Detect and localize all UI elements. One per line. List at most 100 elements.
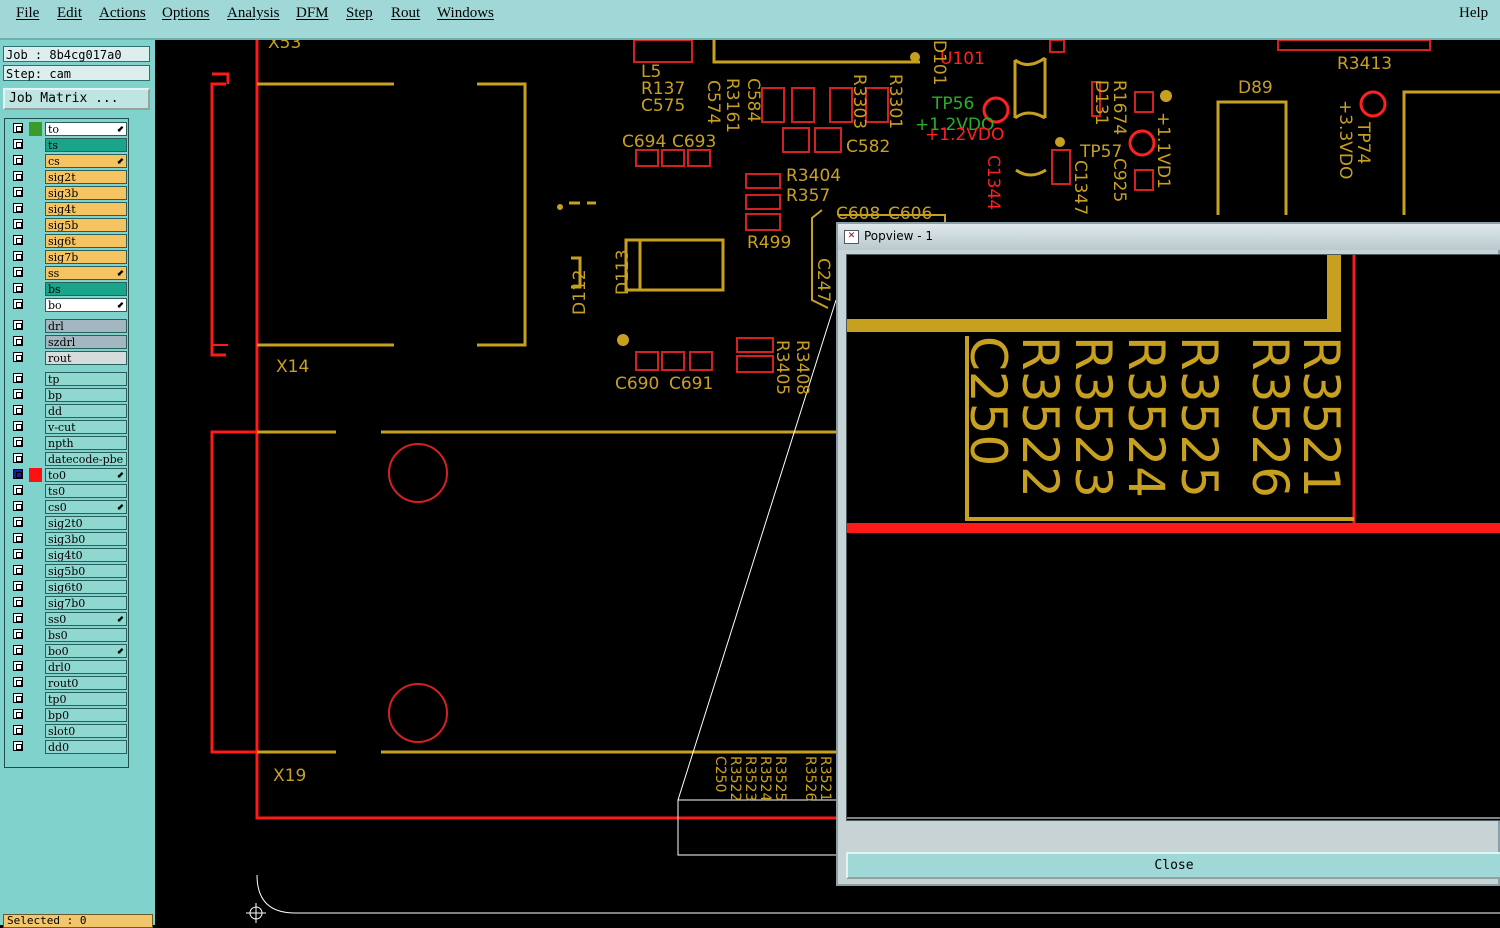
layer-checkbox[interactable] <box>13 171 23 181</box>
layer-name[interactable]: tp <box>45 372 127 386</box>
layer-checkbox[interactable] <box>13 597 23 607</box>
layer-name[interactable]: tp0 <box>45 692 127 706</box>
menu-step[interactable]: Step <box>346 5 373 21</box>
layer-name[interactable]: sig4t0 <box>45 548 127 562</box>
layer-name[interactable]: ss <box>45 266 127 280</box>
layer-name[interactable]: npth <box>45 436 127 450</box>
layer-checkbox[interactable] <box>13 219 23 229</box>
layer-checkbox[interactable] <box>13 517 23 527</box>
layer-name[interactable]: bp <box>45 388 127 402</box>
layer-checkbox[interactable] <box>13 629 23 639</box>
label-u101: U101 <box>940 49 985 69</box>
menu-dfm[interactable]: DFM <box>296 5 329 21</box>
layer-checkbox[interactable] <box>13 501 23 511</box>
layer-checkbox[interactable] <box>13 693 23 703</box>
layer-checkbox[interactable] <box>13 373 23 383</box>
layer-checkbox[interactable] <box>13 352 23 362</box>
layer-name[interactable]: sig6t0 <box>45 580 127 594</box>
layer-checkbox[interactable] <box>13 336 23 346</box>
layer-name[interactable]: sig3b0 <box>45 532 127 546</box>
layer-name[interactable]: drl0 <box>45 660 127 674</box>
layer-name[interactable]: cs0 <box>45 500 127 514</box>
menu-analysis[interactable]: Analysis <box>227 5 280 21</box>
layer-name[interactable]: dd <box>45 404 127 418</box>
layer-checkbox[interactable] <box>13 549 23 559</box>
layer-name[interactable]: szdrl <box>45 335 127 349</box>
menu-windows[interactable]: Windows <box>437 5 494 21</box>
layer-checkbox[interactable] <box>13 581 23 591</box>
job-matrix-button[interactable]: Job Matrix ... <box>3 88 150 110</box>
layer-name[interactable]: sig6t <box>45 234 127 248</box>
layer-checkbox[interactable] <box>13 203 23 213</box>
layer-checkbox[interactable] <box>13 421 23 431</box>
layer-name[interactable]: sig5b <box>45 218 127 232</box>
layer-checkbox[interactable] <box>13 389 23 399</box>
layer-checkbox[interactable] <box>13 267 23 277</box>
layer-name[interactable]: drl <box>45 319 127 333</box>
layer-checkbox[interactable] <box>13 437 23 447</box>
layer-checkbox[interactable] <box>13 155 23 165</box>
layer-color-swatch <box>29 468 42 482</box>
layer-checkbox[interactable] <box>13 320 23 330</box>
mini-ref-r3521: R3521 <box>817 756 833 801</box>
layer-checkbox[interactable] <box>13 139 23 149</box>
layer-checkbox[interactable] <box>13 725 23 735</box>
layer-name[interactable]: sig7b0 <box>45 596 127 610</box>
close-button[interactable]: Close <box>846 852 1500 879</box>
layer-name[interactable]: slot0 <box>45 724 127 738</box>
layer-checkbox[interactable] <box>13 565 23 575</box>
layer-checkbox[interactable] <box>13 453 23 463</box>
layer-name[interactable]: ss0 <box>45 612 127 626</box>
layer-name[interactable]: sig3b <box>45 186 127 200</box>
layer-name[interactable]: rout <box>45 351 127 365</box>
popview-titlebar[interactable]: ✕ Popview - 1 <box>838 224 1500 250</box>
menu-help[interactable]: Help <box>1459 5 1489 21</box>
layer-name[interactable]: sig2t <box>45 170 127 184</box>
layer-checkbox[interactable] <box>13 123 23 133</box>
layer-checkbox[interactable] <box>13 235 23 245</box>
layer-name[interactable]: bs <box>45 282 127 296</box>
layer-checkbox[interactable] <box>13 645 23 655</box>
popview-canvas[interactable]: C250 R3522 R3523 R3524 R3525 R3526 R3521 <box>846 254 1500 821</box>
layer-checkbox[interactable] <box>13 299 23 309</box>
layer-name[interactable]: ts <box>45 138 127 152</box>
label-r499: R499 <box>747 233 791 253</box>
layer-name[interactable]: bo0 <box>45 644 127 658</box>
layer-checkbox[interactable] <box>13 661 23 671</box>
layer-checkbox[interactable] <box>13 405 23 415</box>
layer-name[interactable]: cs <box>45 154 127 168</box>
layer-name[interactable]: rout0 <box>45 676 127 690</box>
label-c1347: C1347 <box>1070 160 1090 215</box>
layer-checkbox[interactable] <box>13 613 23 623</box>
layer-name[interactable]: bs0 <box>45 628 127 642</box>
menu-file[interactable]: File <box>16 5 40 21</box>
layer-checkbox[interactable] <box>13 677 23 687</box>
layer-name[interactable]: dd0 <box>45 740 127 754</box>
layer-name[interactable]: sig2t0 <box>45 516 127 530</box>
x19-silk <box>257 430 836 754</box>
layer-checkbox[interactable] <box>13 187 23 197</box>
menu-actions[interactable]: Actions <box>99 5 146 21</box>
layer-name[interactable]: datecode-pbe <box>45 452 127 466</box>
layer-name[interactable]: sig4t <box>45 202 127 216</box>
layer-name[interactable]: bo <box>45 298 127 312</box>
layer-checkbox[interactable] <box>13 251 23 261</box>
layer-name[interactable]: sig5b0 <box>45 564 127 578</box>
layer-name[interactable]: to <box>45 122 127 136</box>
menu-options[interactable]: Options <box>162 5 210 21</box>
layer-checkbox[interactable] <box>13 469 23 479</box>
layer-checkbox[interactable] <box>13 709 23 719</box>
layer-name[interactable]: to0 <box>45 468 127 482</box>
label-r357: R357 <box>786 186 830 206</box>
layer-checkbox[interactable] <box>13 741 23 751</box>
layer-checkbox[interactable] <box>13 533 23 543</box>
menu-rout[interactable]: Rout <box>391 5 421 21</box>
layer-name[interactable]: bp0 <box>45 708 127 722</box>
menu-edit[interactable]: Edit <box>57 5 82 21</box>
layer-checkbox[interactable] <box>13 485 23 495</box>
layer-checkbox[interactable] <box>13 283 23 293</box>
label-d131: D131 <box>1091 80 1111 126</box>
layer-name[interactable]: sig7b <box>45 250 127 264</box>
layer-name[interactable]: ts0 <box>45 484 127 498</box>
layer-name[interactable]: v-cut <box>45 420 127 434</box>
